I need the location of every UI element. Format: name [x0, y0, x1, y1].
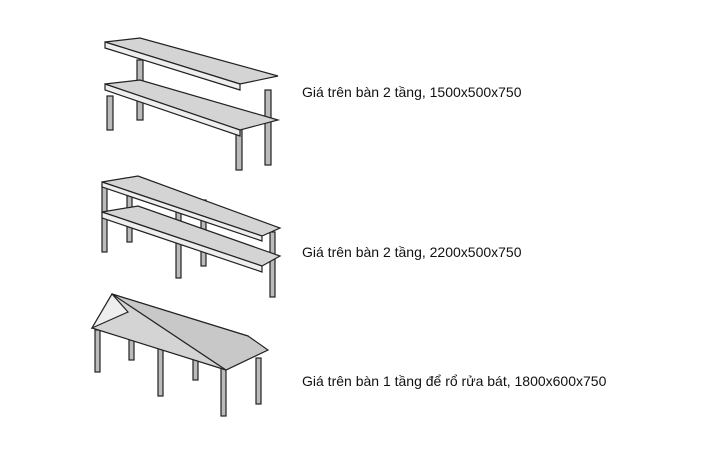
product-caption: Giá trên bàn 2 tầng, 2200x500x750	[302, 244, 522, 260]
shelf-1-tier-dish-rack-illustration	[90, 292, 270, 417]
product-caption: Giá trên bàn 1 tầng để rổ rửa bát, 1800x…	[302, 373, 607, 389]
shelf-2-tier-2200-illustration	[101, 175, 282, 298]
product-caption: Giá trên bàn 2 tầng, 1500x500x750	[302, 84, 522, 100]
shelf-2-tier-1500-illustration	[104, 37, 281, 171]
